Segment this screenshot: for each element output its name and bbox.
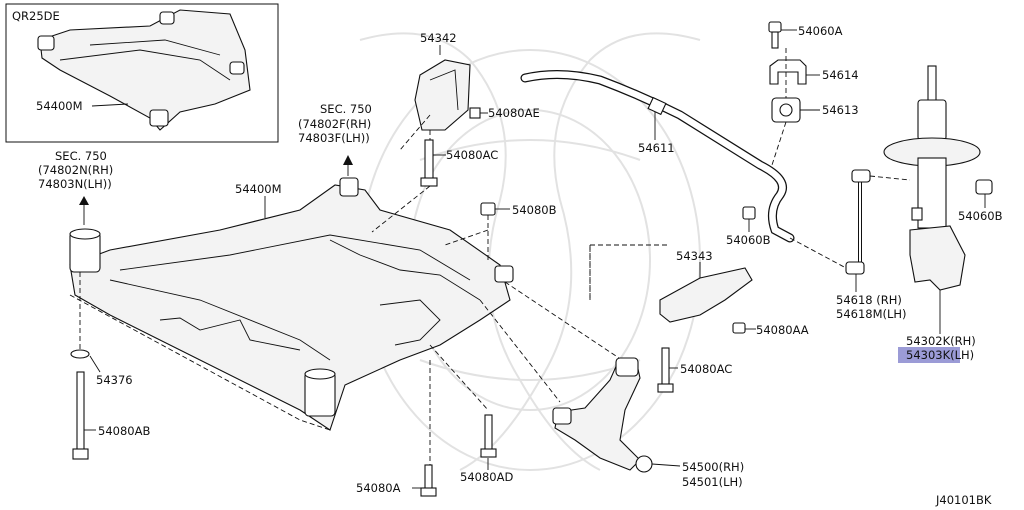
stabilizer-link-54618 (845, 169, 871, 275)
bolt-54060A (768, 21, 782, 49)
bolt-54080AD (480, 414, 497, 458)
bracket-54342 (414, 59, 471, 131)
diagram-id: J40101BK (935, 493, 992, 507)
sec-center-line3: 74803F(LH)) (298, 131, 370, 145)
inset-crossmember (37, 9, 251, 131)
bolt-54080A (420, 464, 437, 497)
label-54613: 54613 (822, 103, 859, 117)
label-54376: 54376 (96, 373, 133, 387)
nut-54080B-mid (480, 202, 496, 216)
strut-assembly-54302K (883, 65, 981, 291)
bushing-top (339, 177, 359, 197)
sec-left-line3: 74803N(LH)) (38, 177, 112, 191)
highlight-54303K (898, 347, 960, 363)
label-54501: 54501(LH) (682, 475, 743, 489)
label-54080AD: 54080AD (460, 470, 513, 484)
label-54342: 54342 (420, 31, 457, 45)
bushing-rear (304, 368, 336, 417)
sec-left-callout: SEC. 750 (74802N(RH) 74803N(LH)) (38, 149, 113, 225)
sec-center-line1: SEC. 750 (320, 102, 372, 116)
washer-54376 (70, 349, 90, 359)
inset-engine-label: QR25DE (12, 9, 60, 23)
bolt-54080AB (72, 371, 89, 460)
bushing-left (69, 228, 101, 273)
stabilizer-bar-54611 (520, 69, 795, 243)
control-arm-54500 (552, 357, 653, 473)
bolt-54080AC-top (420, 139, 438, 187)
label-54080AC-bottom: 54080AC (680, 362, 732, 376)
inset-part-label: 54400M (36, 99, 83, 113)
label-54080AB: 54080AB (98, 424, 150, 438)
sec-center-line2: (74802F(RH) (298, 117, 371, 131)
nut-54060B-right (975, 179, 993, 195)
sec-left-line1: SEC. 750 (55, 149, 107, 163)
label-54080B-mid: 54080B (512, 203, 557, 217)
sec-left-line2: (74802N(RH) (38, 163, 113, 177)
bolt-54080AA (732, 322, 746, 334)
label-54080A: 54080A (356, 481, 401, 495)
bushing-54613 (771, 97, 801, 123)
label-54060B-right: 54060B (958, 209, 1003, 223)
label-54080AA: 54080AA (756, 323, 809, 337)
label-54614: 54614 (822, 68, 859, 82)
nut-54060B-mid (742, 206, 756, 220)
label-54400M: 54400M (235, 182, 282, 196)
clamp-54614 (769, 59, 807, 85)
link-bushing (494, 265, 514, 283)
label-54618-lh: 54618M(LH) (836, 307, 907, 321)
label-54343: 54343 (676, 249, 713, 263)
label-54060B-mid: 54060B (726, 233, 771, 247)
bolt-54080AE (469, 107, 481, 119)
label-54080AE: 54080AE (488, 106, 540, 120)
inset-panel: QR25DE 54400M (5, 3, 279, 143)
label-54303: 54303K(LH) (906, 348, 974, 362)
bolt-54080AC-bottom (657, 347, 674, 393)
bracket-54343 (659, 267, 753, 323)
label-54302: 54302K(RH) (906, 334, 976, 348)
label-54060A: 54060A (798, 24, 843, 38)
label-54080AC-top: 54080AC (446, 148, 498, 162)
label-54500: 54500(RH) (682, 460, 744, 474)
crossmember-54400M (69, 184, 511, 431)
label-54611: 54611 (638, 141, 675, 155)
label-54618-rh: 54618 (RH) (836, 293, 902, 307)
sec-center-callout: SEC. 750 (74802F(RH) 74803F(LH)) (298, 102, 372, 176)
